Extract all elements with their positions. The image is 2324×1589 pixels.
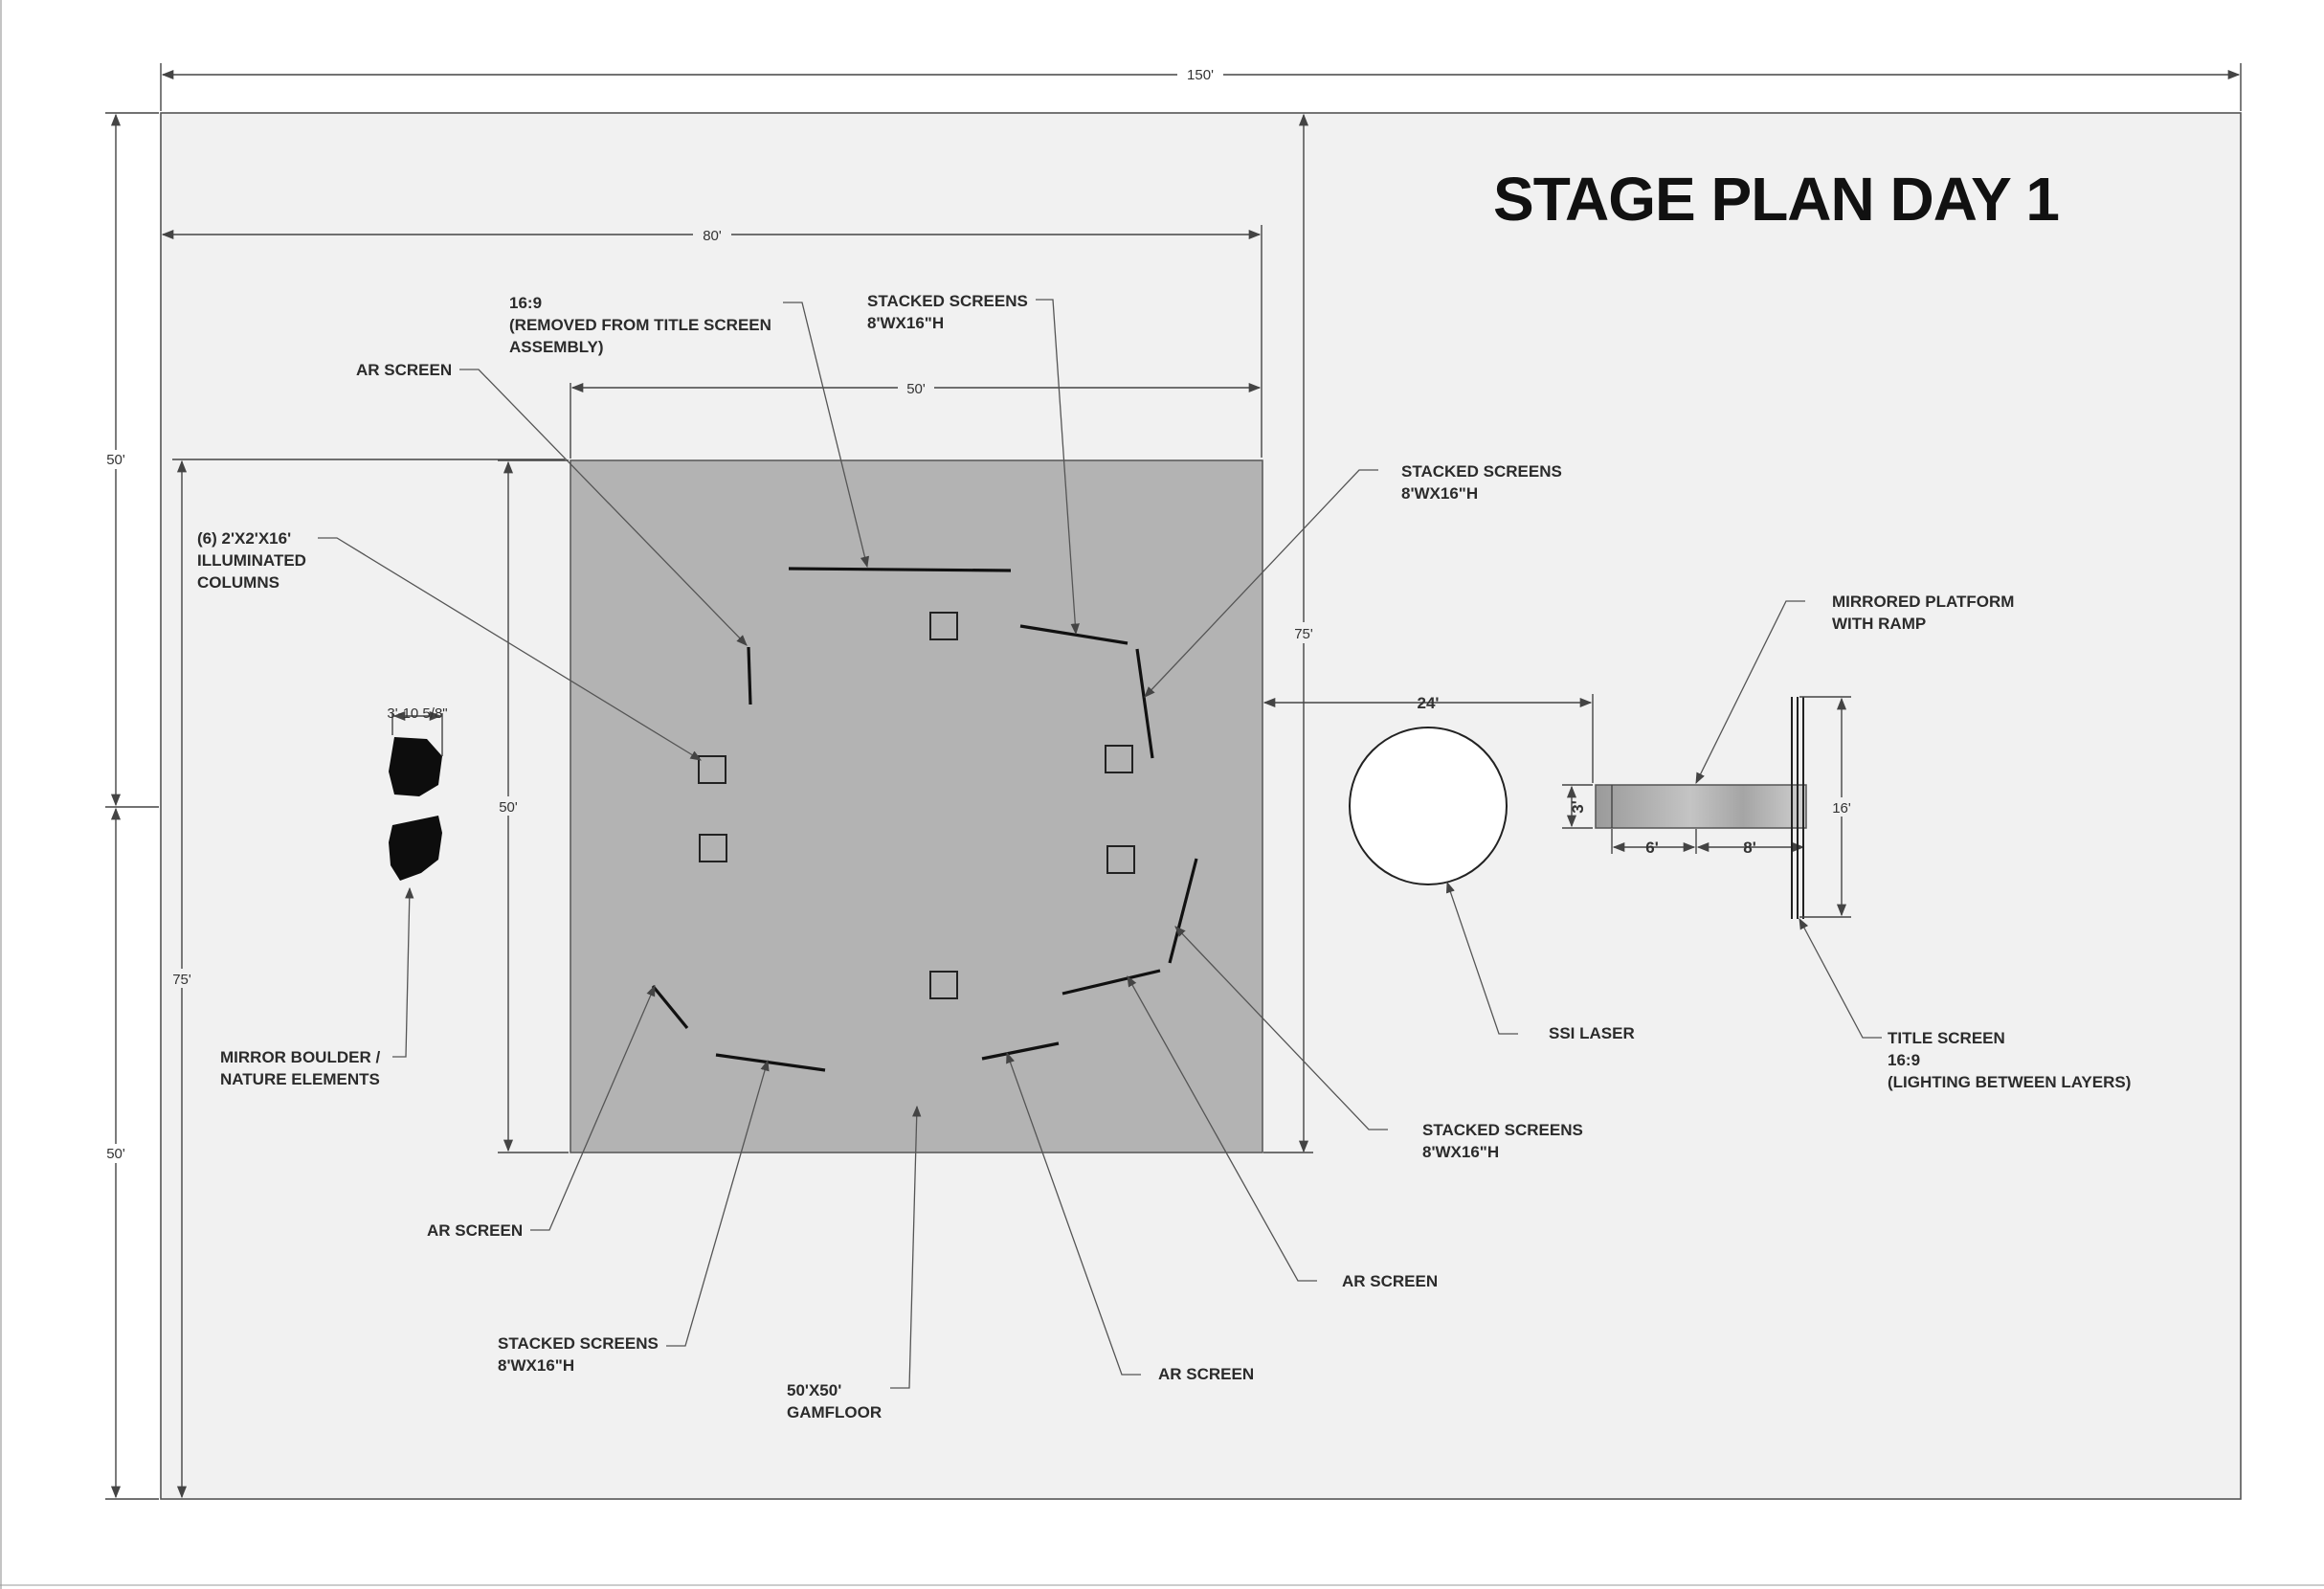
column-5 xyxy=(699,834,727,862)
plan-title: STAGE PLAN DAY 1 xyxy=(1493,165,2059,234)
label-ar-screen-bottom: AR SCREEN xyxy=(1158,1365,1254,1383)
floor-height-dimension: 50' xyxy=(490,459,569,1153)
boulder-bottom xyxy=(389,816,442,881)
gamfloor xyxy=(570,459,1263,1153)
label-columns-1: (6) 2'X2'X16' xyxy=(197,529,291,548)
floor-height-label: 50' xyxy=(499,799,518,816)
boulder-width-label: 3'-10 5/8" xyxy=(387,705,447,722)
column-2 xyxy=(1105,745,1133,773)
title-screen: 16' xyxy=(1791,696,1861,919)
floor-width-label: 50' xyxy=(906,381,926,397)
title-screen-width-label: 16' xyxy=(1832,800,1851,817)
ar-screen-bottom xyxy=(981,1041,1060,1061)
zone-depth-label: 75' xyxy=(1294,626,1313,642)
label-columns-3: COLUMNS xyxy=(197,573,279,592)
zone-width-dimension: 80' xyxy=(161,225,1263,458)
height-bottom-label: 50' xyxy=(106,1146,125,1162)
ar-screen-bottom-left xyxy=(651,984,689,1030)
laser-offset-label: 24' xyxy=(1418,694,1440,712)
label-stacked-right-2: 8'WX16"H xyxy=(1401,484,1478,503)
label-stacked-top-2: 8'WX16"H xyxy=(867,314,944,332)
laser-offset-dimension: 24' xyxy=(1263,694,1594,783)
mirrored-platform: 3' 6' 8' xyxy=(1562,784,1807,857)
stacked-screen-lower-right xyxy=(1168,858,1198,964)
height-top-label: 50' xyxy=(106,452,125,468)
ssi-laser xyxy=(1349,727,1508,885)
column-6 xyxy=(698,755,726,784)
label-gamfloor-2: GAMFLOOR xyxy=(787,1403,882,1421)
label-stacked-right-1: STACKED SCREENS xyxy=(1401,462,1562,481)
label-stacked-top-1: STACKED SCREENS xyxy=(867,292,1028,310)
left-depth-label: 75' xyxy=(172,972,191,988)
column-3 xyxy=(1106,845,1135,874)
label-title-screen-3: (LIGHTING BETWEEN LAYERS) xyxy=(1888,1073,2131,1091)
overall-width-dimension: 150' xyxy=(160,63,2242,111)
label-mirrored-1: MIRRORED PLATFORM xyxy=(1832,593,2014,611)
label-stacked-bottom-left-1: STACKED SCREENS xyxy=(498,1334,659,1353)
label-columns-2: ILLUMINATED xyxy=(197,551,306,570)
column-4 xyxy=(929,971,958,999)
left-depth-dimension: 75' xyxy=(165,459,565,1499)
mirror-boulders: 3'-10 5/8" xyxy=(387,705,448,881)
illuminated-columns xyxy=(698,612,1135,999)
label-title-screen-1: TITLE SCREEN xyxy=(1888,1029,2005,1047)
stacked-screen-right xyxy=(1135,648,1154,759)
ar-screen-top-left xyxy=(747,646,752,705)
label-ar-screen-bottom-left: AR SCREEN xyxy=(427,1221,523,1240)
ar-screen-right xyxy=(1061,969,1161,996)
floor-width-dimension: 50' xyxy=(570,379,1262,459)
platform-length-label: 8' xyxy=(1743,839,1756,857)
label-stacked-lower-right-2: 8'WX16"H xyxy=(1422,1143,1499,1161)
label-ssi-laser: SSI LASER xyxy=(1549,1024,1635,1042)
overall-width-label: 150' xyxy=(1187,67,1214,83)
column-1 xyxy=(929,612,958,640)
label-mirrored-2: WITH RAMP xyxy=(1832,615,1926,633)
boulder-top xyxy=(389,737,442,796)
label-mirror-boulder-1: MIRROR BOULDER / xyxy=(220,1048,380,1066)
leader-lines xyxy=(318,299,1882,1389)
ratio-screen xyxy=(788,567,1012,572)
zone-width-label: 80' xyxy=(703,228,722,244)
platform-depth-label: 3' xyxy=(1569,800,1587,814)
overall-height-dimension: 50' 50' xyxy=(98,112,159,1500)
label-ratio-screen-1: 16:9 xyxy=(509,294,542,312)
label-stacked-bottom-left-2: 8'WX16"H xyxy=(498,1356,574,1375)
label-ar-screen-right: AR SCREEN xyxy=(1342,1272,1438,1290)
callout-labels: AR SCREEN 16:9 (REMOVED FROM TITLE SCREE… xyxy=(197,292,2131,1421)
stacked-screen-bottom-left xyxy=(715,1053,826,1072)
platform-ramp-label: 6' xyxy=(1645,839,1659,857)
label-gamfloor-1: 50'X50' xyxy=(787,1381,841,1399)
label-mirror-boulder-2: NATURE ELEMENTS xyxy=(220,1070,380,1088)
label-stacked-lower-right-1: STACKED SCREENS xyxy=(1422,1121,1583,1139)
platform-body xyxy=(1595,784,1807,829)
label-ratio-screen-3: ASSEMBLY) xyxy=(509,338,604,356)
zone-depth-dimension: 75' xyxy=(1263,113,1323,1153)
label-ar-screen-top-left: AR SCREEN xyxy=(356,361,452,379)
label-ratio-screen-2: (REMOVED FROM TITLE SCREEN xyxy=(509,316,771,334)
label-title-screen-2: 16:9 xyxy=(1888,1051,1920,1069)
